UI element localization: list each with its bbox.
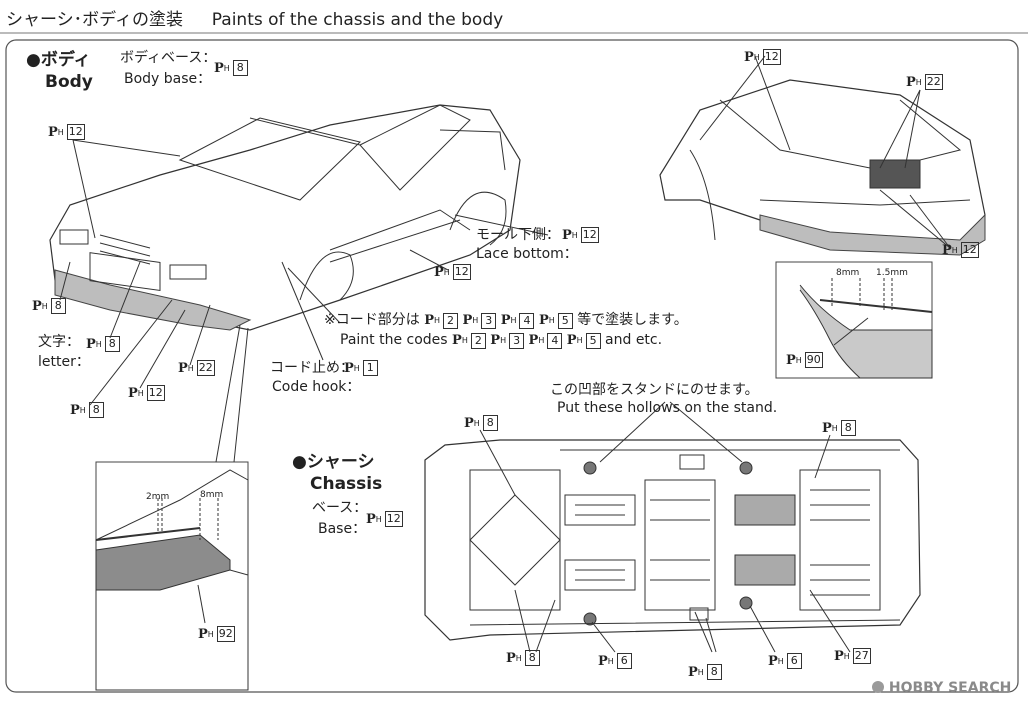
watermark-logo-icon (872, 681, 884, 693)
watermark: HOBBY SEARCH (872, 680, 1011, 696)
dim-2mm: 2mm (146, 492, 170, 502)
dim-1-5mm: 1.5mm (876, 268, 908, 278)
stand-note-jp: この凹部をスタンドにのせます。 (550, 382, 759, 398)
title-en: Paints of the chassis and the body (211, 10, 504, 30)
frame (5, 39, 1019, 693)
code-hook-label-en: Code hook： (272, 379, 361, 395)
chassis-section-title-en: Chassis (310, 474, 383, 494)
stand-note-en: Put these hollows on the stand. (557, 400, 778, 416)
chassis-drawing (424, 439, 921, 641)
letter-label-en: letter： (38, 354, 90, 370)
body-section-title-jp: ●ボディ (26, 50, 91, 70)
rear-car-drawing (659, 79, 986, 256)
letter-label-jp: 文字： (38, 334, 80, 350)
lace-label-jp: モール下側： (476, 227, 560, 243)
dim-8mm-front: 8mm (200, 490, 224, 500)
base-label-en: Base： (318, 521, 367, 537)
front-car-drawing (49, 104, 521, 331)
leader-lines (59, 55, 951, 653)
watermark-text: HOBBY SEARCH (888, 680, 1012, 696)
title-jp: シャーシ･ボディの塗装 (6, 10, 183, 30)
code-hook-label-jp: コード止め： (270, 360, 354, 376)
body-base-label-en: Body base： (124, 71, 212, 87)
body-section-title-en: Body (45, 72, 93, 92)
lace-label-en: Lace bottom： (476, 246, 578, 262)
inset-rear-shape (799, 284, 933, 379)
page-title: シャーシ･ボディの塗装 Paints of the chassis and th… (6, 10, 503, 30)
dim-8mm-rear: 8mm (836, 268, 860, 278)
base-label-jp: ベース： (312, 500, 368, 516)
chassis-section-title-jp: ●シャーシ (292, 452, 375, 472)
body-base-label-jp: ボディベース： (120, 50, 217, 66)
